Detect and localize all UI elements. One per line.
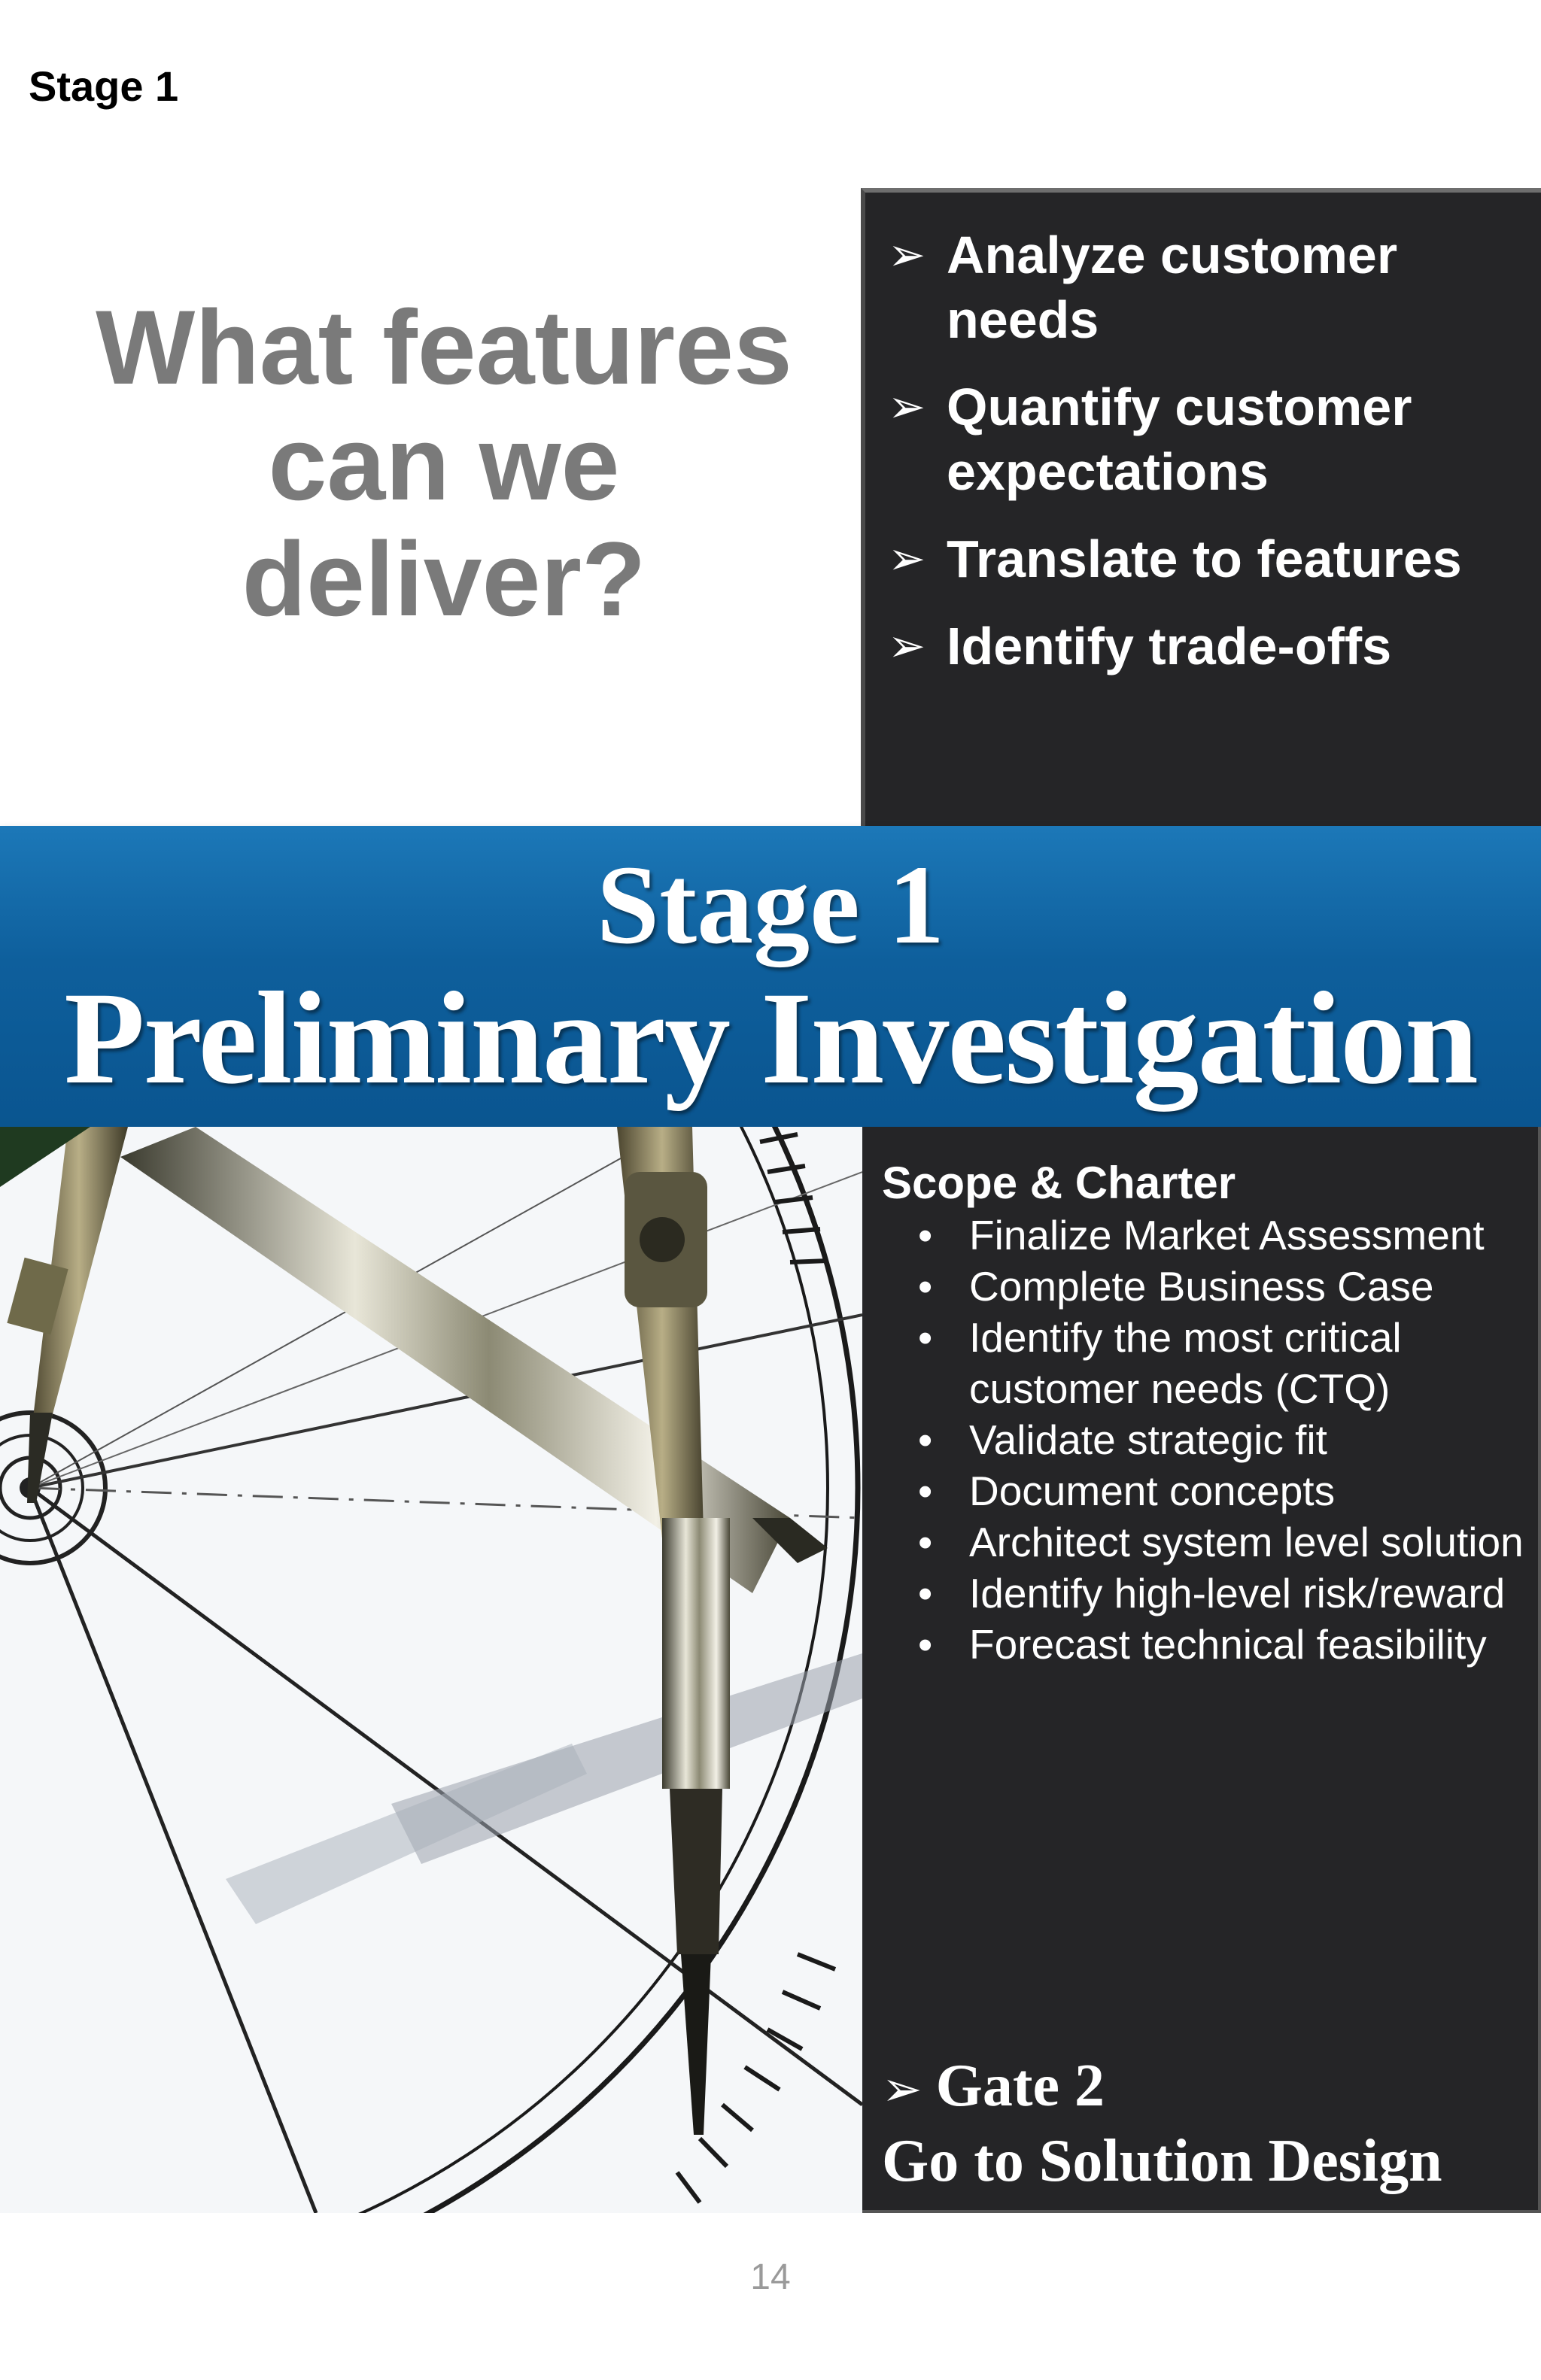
list-item: ➢ Quantify customer expectations <box>888 375 1527 504</box>
bullet-icon: • <box>918 1263 933 1310</box>
gate-title: ➢Gate 2 <box>882 2052 1105 2123</box>
list-item-text: Validate strategic fit <box>969 1416 1327 1463</box>
list-item: • Forecast technical feasibility <box>907 1619 1532 1670</box>
stage-banner: Stage 1 Preliminary Investigation <box>0 826 1541 1127</box>
list-item-text: Quantify customer expectations <box>947 378 1412 501</box>
arrow-bullet-icon: ➢ <box>882 2062 922 2117</box>
list-item-text: Finalize Market Assessment <box>969 1212 1485 1258</box>
list-item-text: Forecast technical feasibility <box>969 1621 1487 1668</box>
list-item: • Finalize Market Assessment <box>907 1210 1532 1261</box>
bullet-icon: • <box>918 1519 933 1565</box>
list-item-text: Complete Business Case <box>969 1263 1434 1310</box>
bullet-icon: • <box>918 1468 933 1514</box>
gate-title-text: Gate 2 <box>935 2053 1105 2119</box>
banner-title: Preliminary Investigation <box>64 965 1479 1112</box>
objectives-panel: ➢ Analyze customer needs ➢ Quantify cust… <box>861 188 1541 835</box>
bullet-icon: • <box>918 1570 933 1617</box>
question-line: What features <box>96 288 792 406</box>
drafting-compass-image <box>0 1127 862 2213</box>
page-stage-label: Stage 1 <box>29 62 179 110</box>
list-item: • Complete Business Case <box>907 1261 1532 1312</box>
scope-list: • Finalize Market Assessment • Complete Bu… <box>907 1210 1532 1670</box>
list-item: ➢ Analyze customer needs <box>888 223 1527 352</box>
gate-subtitle: Go to Solution Design <box>882 2128 1442 2194</box>
bullet-icon: • <box>918 1314 933 1361</box>
list-item: • Identify the most critical customer nee… <box>907 1312 1532 1414</box>
list-item: • Validate strategic fit <box>907 1414 1532 1465</box>
arrow-bullet-icon: ➢ <box>888 381 926 433</box>
list-item-text: Identify the most critical customer need… <box>969 1314 1402 1412</box>
scope-heading: Scope & Charter <box>882 1158 1236 1208</box>
banner-stage: Stage 1 <box>596 842 945 967</box>
list-item-text: Translate to features <box>947 530 1462 588</box>
list-item: ➢ Translate to features <box>888 527 1527 591</box>
list-item-text: Document concepts <box>969 1468 1336 1514</box>
bullet-icon: • <box>918 1416 933 1463</box>
scope-panel: Scope & Charter • Finalize Market Assessm… <box>862 1127 1541 2213</box>
arrow-bullet-icon: ➢ <box>888 229 926 281</box>
question-headline: What features can we deliver? <box>68 290 820 637</box>
arrow-bullet-icon: ➢ <box>888 533 926 585</box>
question-line: can we <box>268 404 620 522</box>
list-item-text: Identify trade-offs <box>947 617 1392 675</box>
bullet-icon: • <box>918 1621 933 1668</box>
list-item: • Identify high-level risk/reward <box>907 1568 1532 1619</box>
list-item-text: Architect system level solution <box>969 1519 1524 1565</box>
compass-illustration-icon <box>0 1127 862 2213</box>
bullet-icon: • <box>918 1212 933 1258</box>
list-item: ➢ Identify trade-offs <box>888 614 1527 678</box>
question-line: deliver? <box>242 520 646 638</box>
objectives-list: ➢ Analyze customer needs ➢ Quantify cust… <box>888 223 1527 701</box>
list-item: • Architect system level solution <box>907 1516 1532 1568</box>
page-number: 14 <box>750 2257 791 2297</box>
list-item: • Document concepts <box>907 1465 1532 1516</box>
arrow-bullet-icon: ➢ <box>888 620 926 672</box>
list-item-text: Analyze customer needs <box>947 226 1398 349</box>
list-item-text: Identify high-level risk/reward <box>969 1570 1506 1617</box>
